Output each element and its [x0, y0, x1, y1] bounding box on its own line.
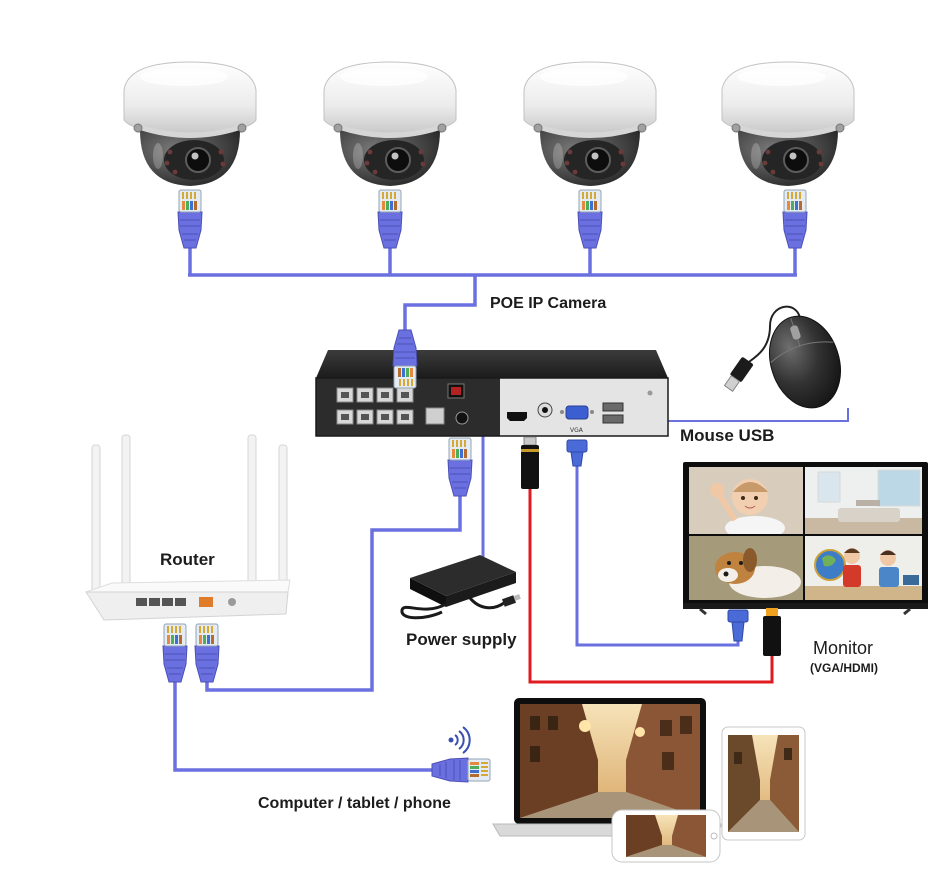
rj45-connector-icon — [177, 189, 203, 249]
vga-port-label: VGA — [570, 427, 584, 434]
rj45-connector-icon — [377, 189, 403, 249]
hdmi-cable — [528, 488, 774, 684]
ip-cameras — [123, 61, 855, 249]
uplink-port — [425, 407, 445, 425]
dome-camera-icon — [721, 61, 855, 187]
phone-icon — [611, 809, 721, 863]
hdmi-plug-icon — [521, 436, 539, 489]
rj45-connector-icon — [577, 189, 603, 249]
mouse-usb-cable — [630, 408, 849, 422]
power-adapter-icon — [400, 555, 521, 620]
tablet-icon — [721, 726, 806, 841]
vga-port — [565, 405, 589, 420]
poe-ports — [336, 387, 414, 425]
dc-jack — [455, 411, 469, 425]
wifi-icon — [448, 726, 471, 754]
monitor-view-4 — [805, 536, 922, 600]
dome-camera-icon — [123, 61, 257, 187]
usb-port — [602, 402, 624, 412]
router-icon — [85, 434, 291, 621]
vga-plug-icon — [727, 609, 749, 642]
mouse-icon — [723, 305, 841, 409]
mouse-usb-label: Mouse USB — [680, 426, 774, 445]
rj45-connector-icon — [162, 623, 188, 683]
vga-plug-icon — [566, 439, 588, 467]
monitor-view-1 — [689, 467, 803, 540]
hdmi-plug-icon — [763, 608, 781, 656]
dome-camera-icon — [523, 61, 657, 187]
clients-label: Computer / tablet / phone — [258, 795, 451, 812]
rj45-connector-icon — [431, 757, 491, 783]
router-label: Router — [160, 550, 215, 569]
monitor-view-2 — [805, 467, 922, 534]
nvr-poe-cable — [403, 275, 477, 332]
rj45-connector-icon — [392, 329, 418, 389]
rj45-connector-icon — [782, 189, 808, 249]
nvr-to-router-cable — [205, 496, 462, 692]
dome-camera-icon — [323, 61, 457, 187]
monitor-icon — [683, 462, 928, 616]
monitor-ports-label: (VGA/HDMI) — [810, 661, 878, 675]
rj45-connector-icon — [447, 437, 473, 497]
hdmi-port — [507, 412, 527, 421]
usb-port — [602, 414, 624, 424]
rj45-connector-icon — [194, 623, 220, 683]
router-to-client-cable — [173, 680, 434, 772]
nvr-icon: VGA — [315, 350, 669, 437]
camera-network-cables — [188, 246, 797, 332]
monitor-label: Monitor — [813, 638, 873, 658]
power-supply-label: Power supply — [406, 630, 517, 649]
vga-cable — [575, 465, 740, 647]
poe-ip-camera-label: POE IP Camera — [490, 295, 606, 312]
monitor-view-3 — [689, 536, 803, 600]
